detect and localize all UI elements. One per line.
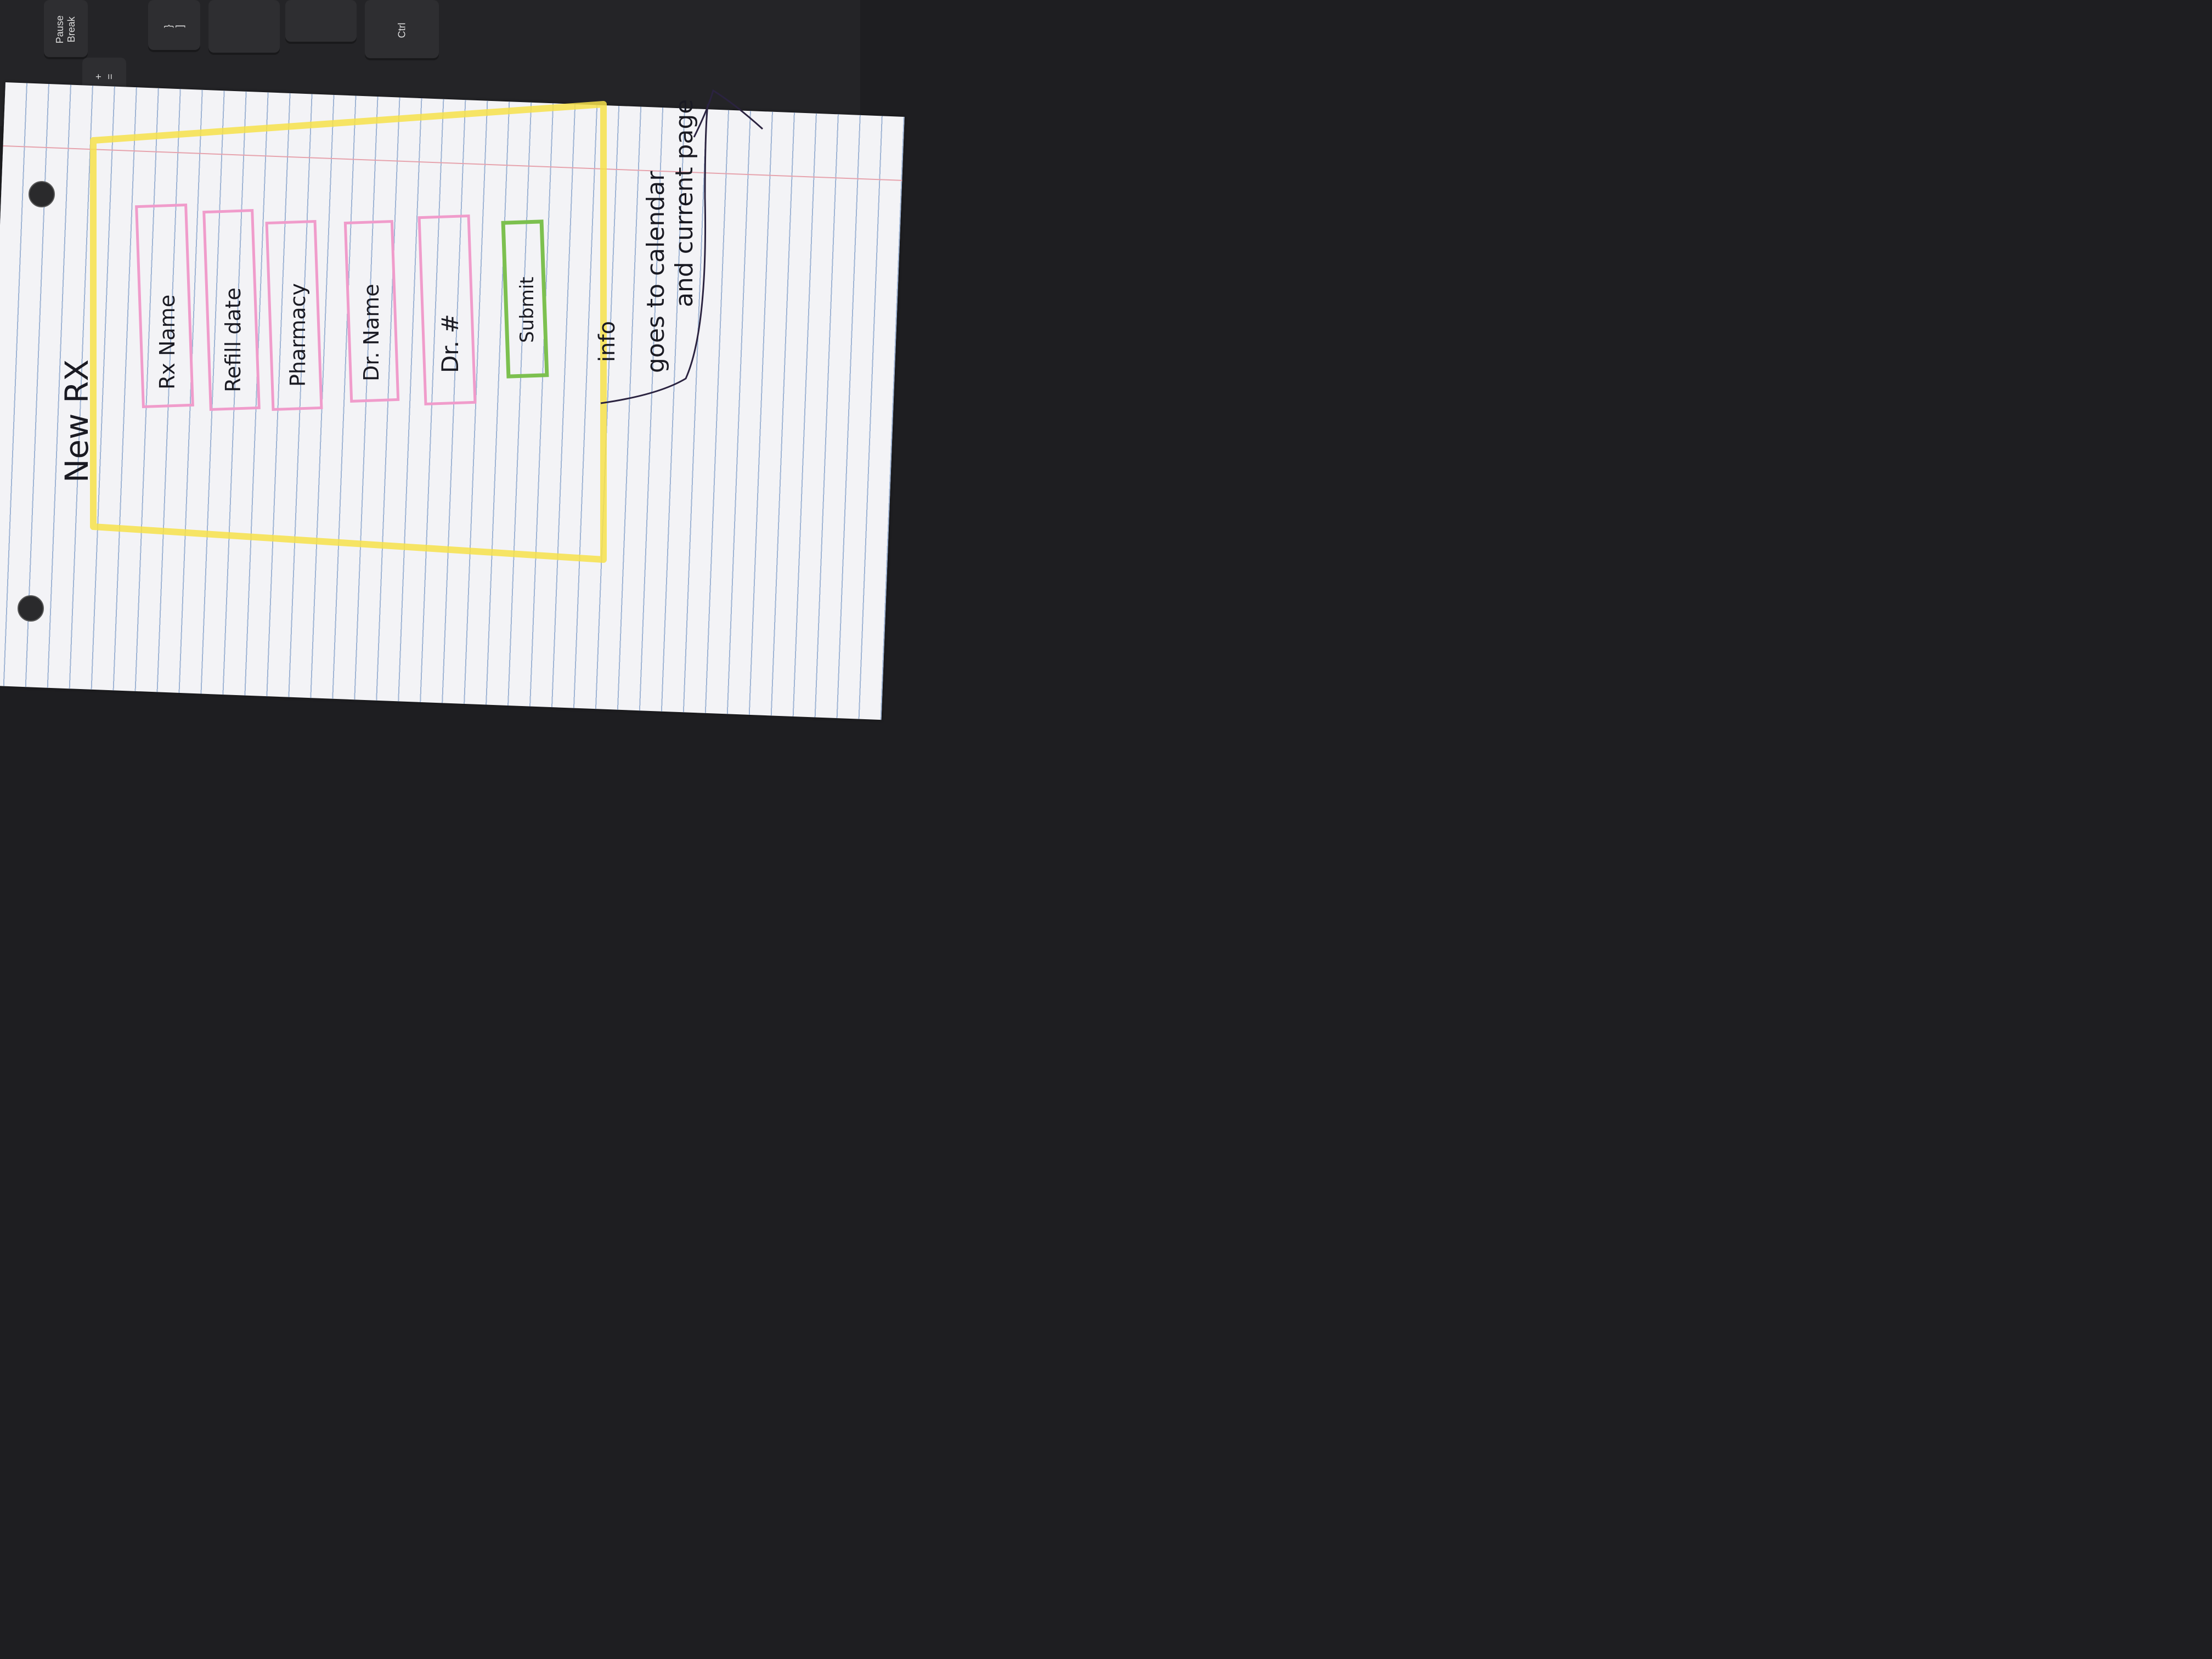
submit-button-label: Submit [516,276,538,343]
punch-hole [18,595,44,622]
field-rx-name[interactable]: Rx Name [135,203,194,409]
field-refill-date[interactable]: Refill date [202,208,261,411]
ctrl-key[interactable]: Ctrl [365,0,439,60]
sketch-title: New RX [58,359,95,483]
field-dr-number-label: Dr. # [437,314,464,373]
field-refill-date-label: Refill date [221,287,245,392]
field-pharmacy[interactable]: Pharmacy [265,219,323,411]
bracket-close-key[interactable]: } ] [148,0,200,52]
field-pharmacy-label: Pharmacy [286,283,310,387]
note-line-1: info [595,321,620,362]
field-dr-number[interactable]: Dr. # [417,214,477,406]
phone-frame [90,101,607,563]
submit-button[interactable]: Submit [501,219,549,379]
punch-hole [29,181,55,207]
pause-break-key[interactable]: Pause Break [44,0,88,59]
arrow-line [600,104,709,404]
field-rx-name-label: Rx Name [155,295,179,390]
blank-key[interactable] [285,0,357,44]
field-dr-name[interactable]: Dr. Name [343,220,400,403]
blank-key[interactable] [208,0,280,55]
arrow-head [693,89,764,138]
note-line-3: and current page [670,99,698,307]
wireframe-sketch: New RX Rx Name Refill date Pharmacy Dr. … [58,89,764,563]
field-dr-name-label: Dr. Name [359,284,383,381]
note-line-2: goes to calendar [642,171,670,373]
